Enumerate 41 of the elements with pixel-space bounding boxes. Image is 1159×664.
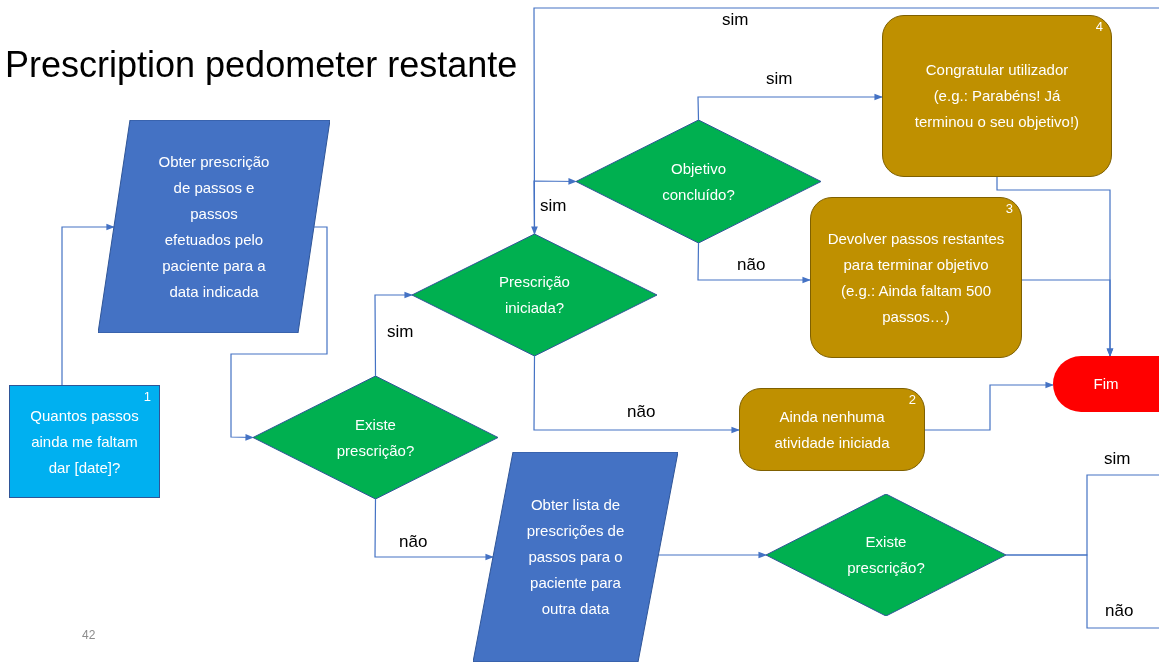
node-text: Obter prescrição de passos e passos efetuados pelo paciente para a data indicada bbox=[158, 151, 270, 302]
node-text: Existe prescrição? bbox=[335, 414, 416, 461]
arrow bbox=[230, 226, 328, 441]
decision-diamond bbox=[253, 376, 498, 499]
connector-line bbox=[1005, 554, 1159, 629]
arrow bbox=[531, 7, 1159, 235]
arrow bbox=[657, 551, 767, 559]
node-text: Quantos passos ainda me faltam dar [date]? bbox=[29, 405, 140, 478]
node-text: Fim bbox=[1092, 374, 1120, 394]
node-text: Congratular utilizador (e.g.: Parabéns! Já terminou o seu objetivo!) bbox=[913, 60, 1081, 132]
decision-diamond bbox=[766, 494, 1006, 616]
terminator bbox=[1053, 356, 1159, 412]
step-number: 1 bbox=[143, 389, 151, 405]
data-parallelogram bbox=[473, 452, 678, 662]
process-box bbox=[882, 15, 1112, 177]
node-text: Existe prescrição? bbox=[846, 532, 926, 578]
step-number: 2 bbox=[908, 392, 916, 408]
arrow bbox=[697, 93, 883, 121]
node-text: Devolver passos restantes para terminar objetivo (e.g.: Ainda faltam 500 passos…) bbox=[826, 228, 1006, 327]
question-box bbox=[9, 385, 160, 498]
step-number: 4 bbox=[1095, 19, 1103, 35]
arrow bbox=[533, 355, 740, 434]
node-text: Obter lista de prescrições de passos para o paciente para outra data bbox=[525, 495, 626, 619]
data-parallelogram bbox=[98, 120, 330, 333]
step-number: 3 bbox=[1005, 201, 1013, 217]
decision-diamond bbox=[576, 120, 821, 243]
process-box bbox=[739, 388, 925, 471]
slide-title: Prescription pedometer restante bbox=[5, 43, 518, 87]
node-text: Objetivo concluído? bbox=[661, 158, 736, 205]
arrow bbox=[61, 223, 115, 386]
arrow bbox=[697, 242, 811, 284]
process-box bbox=[810, 197, 1022, 358]
node-text: Prescrição iniciada? bbox=[498, 272, 571, 318]
decision-diamond bbox=[412, 234, 657, 356]
page-number: 42 bbox=[82, 627, 96, 644]
arrow bbox=[924, 381, 1054, 431]
arrow bbox=[374, 291, 413, 377]
arrow bbox=[1021, 279, 1114, 357]
arrow bbox=[374, 498, 494, 561]
arrow bbox=[533, 178, 577, 235]
node-text: Ainda nenhuma atividade iniciada bbox=[773, 406, 891, 453]
